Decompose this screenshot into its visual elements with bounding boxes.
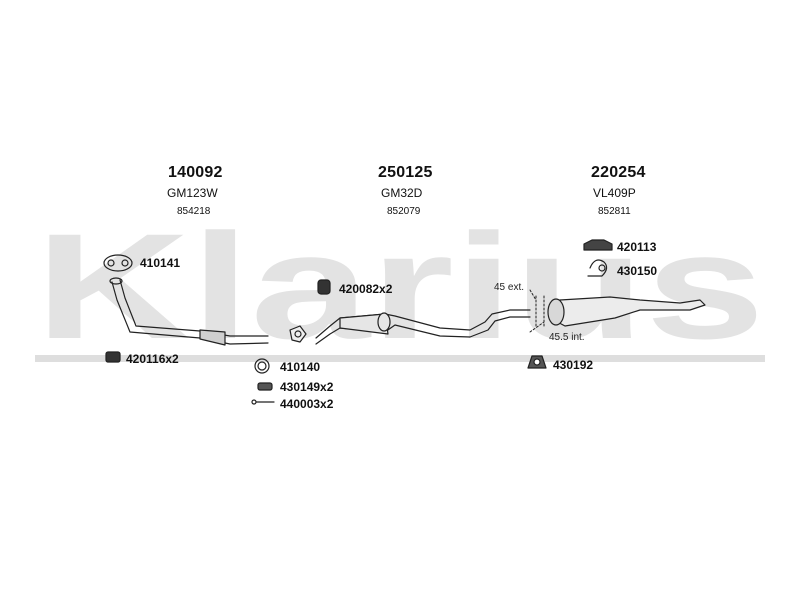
ring-410140-icon [254,358,270,374]
header-2-number: 250125 [378,164,433,181]
centre-pipe [315,309,531,345]
measurement-ext: 45 ext. [494,282,525,293]
header-3-ref: 852811 [598,206,631,217]
measurement-markers [529,289,545,333]
header-2-ref: 852079 [387,206,421,217]
mount-430192-icon [527,355,547,369]
part-410141-label: 410141 [140,256,181,270]
part-410140-label: 410140 [280,360,321,374]
header-1-ref: 854218 [177,206,211,217]
front-pipe [109,277,269,346]
part-420082-label: 420082x2 [339,282,393,296]
part-430150-label: 430150 [617,264,658,278]
mount-420116-icon [105,351,121,363]
mount-420082-icon [317,279,331,295]
part-430149-label: 430149x2 [280,380,334,394]
header-1-code: GM123W [167,186,218,200]
measurement-int: 45.5 int. [549,332,585,343]
part-440003-label: 440003x2 [280,397,334,411]
part-420116-label: 420116x2 [126,352,179,366]
part-430192-label: 430192 [553,358,594,372]
rear-muffler [547,296,706,327]
watermark-text: Klarius [35,202,765,370]
mount-420113-icon [583,239,613,251]
header-2-code: GM32D [381,186,423,200]
bolt-440003-icon [251,399,275,405]
header-3-code: VL409P [593,186,636,200]
clamp-430149-icon [257,382,273,391]
part-420113-label: 420113 [617,240,657,254]
watermark-bar [35,355,765,362]
pipe-flange [289,325,307,343]
header-3-number: 220254 [591,164,646,181]
gasket-410141-icon [103,254,133,272]
header-1-number: 140092 [168,164,223,181]
clamp-430150-icon [587,259,608,277]
